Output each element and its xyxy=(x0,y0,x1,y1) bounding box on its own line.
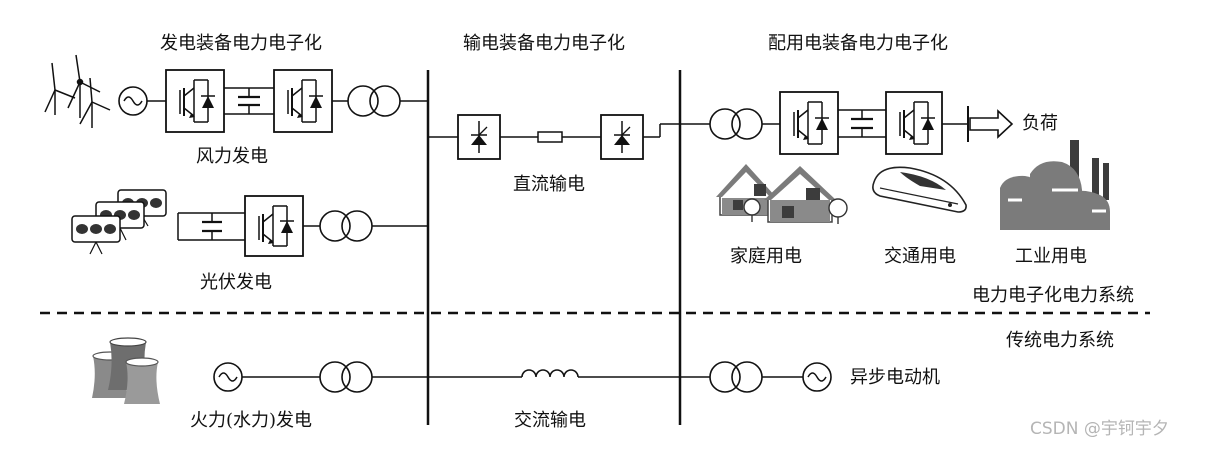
igbt-converter-icon xyxy=(885,91,943,155)
label-transport: 交通用电 xyxy=(884,246,956,267)
motor-icon xyxy=(802,362,832,392)
igbt-converter-icon xyxy=(779,91,839,155)
label-residential: 家庭用电 xyxy=(730,246,802,267)
transformer-icon xyxy=(319,210,373,242)
wind-turbine-icon xyxy=(44,54,111,128)
header-transmission: 输电装备电力电子化 xyxy=(463,33,625,54)
label-load: 负荷 xyxy=(1022,113,1058,134)
inductor-coil-icon xyxy=(521,369,579,378)
label-traditional-system: 传统电力系统 xyxy=(1006,330,1114,351)
dc-resistor-icon xyxy=(537,131,563,143)
label-thermal-hydro: 火力(水力)发电 xyxy=(190,410,313,431)
ac-generator-icon xyxy=(213,362,243,392)
transformer-icon xyxy=(319,361,373,393)
transformer-icon xyxy=(709,361,763,393)
igbt-converter-icon xyxy=(165,69,225,133)
label-ac-transmission: 交流输电 xyxy=(514,410,586,431)
solar-panel-icon xyxy=(71,189,167,255)
watermark: CSDN @宇钶宇夕 xyxy=(1030,419,1169,439)
label-pe-system: 电力电子化电力系统 xyxy=(972,285,1134,306)
factory-icon xyxy=(1000,140,1110,230)
transformer-icon xyxy=(347,85,401,117)
ac-generator-icon xyxy=(118,86,148,116)
thyristor-valve-icon xyxy=(600,114,644,160)
igbt-converter-icon xyxy=(244,195,304,257)
header-distribution: 配用电装备电力电子化 xyxy=(768,33,948,54)
igbt-converter-icon xyxy=(273,69,333,133)
capacitor-icon xyxy=(838,109,886,138)
capacitor-icon xyxy=(177,212,245,241)
transformer-icon xyxy=(709,108,763,140)
header-generation: 发电装备电力电子化 xyxy=(160,33,322,54)
load-arrow-icon xyxy=(969,109,1014,139)
thyristor-valve-icon xyxy=(457,114,501,160)
high-speed-train-icon xyxy=(872,166,967,213)
house-icon xyxy=(716,164,776,222)
label-async-motor: 异步电动机 xyxy=(850,367,940,388)
label-pv: 光伏发电 xyxy=(200,272,272,293)
capacitor-icon xyxy=(224,87,274,115)
label-wind: 风力发电 xyxy=(196,146,268,167)
label-dc-transmission: 直流输电 xyxy=(513,174,585,195)
label-industrial: 工业用电 xyxy=(1015,246,1087,267)
house-icon xyxy=(764,166,848,224)
cooling-tower-icon xyxy=(92,337,160,404)
